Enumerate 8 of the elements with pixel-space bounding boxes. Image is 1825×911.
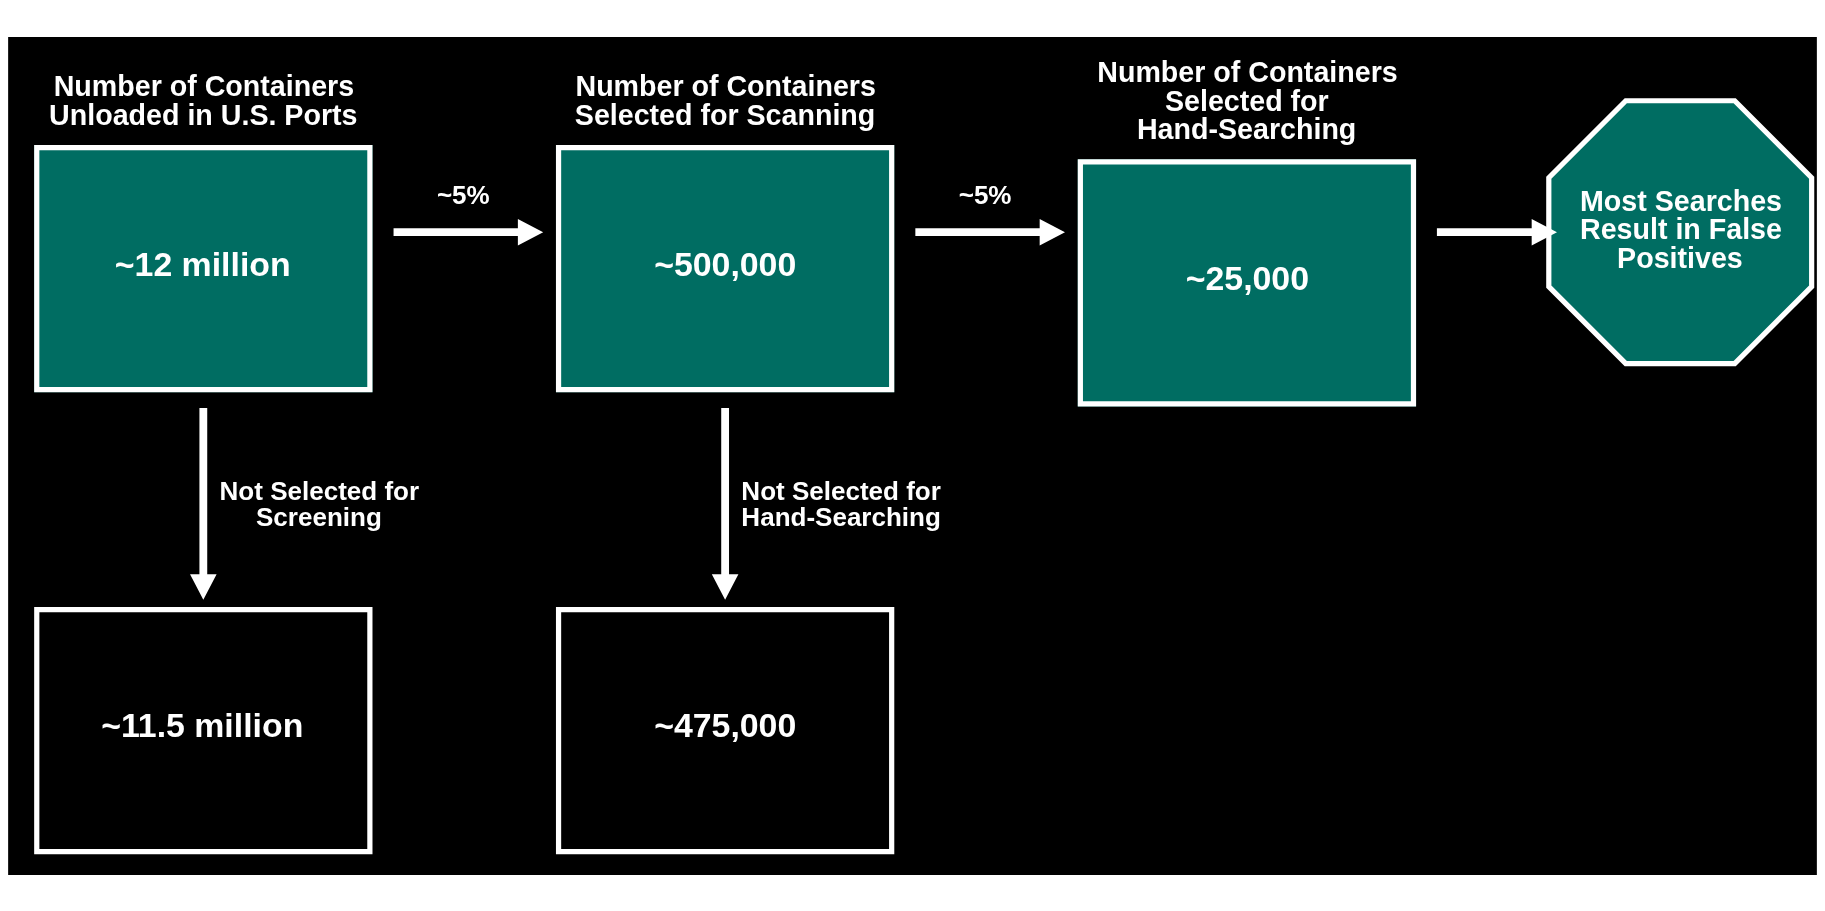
node-label: Number of Containers Selected for Scanning <box>574 69 876 131</box>
node-label: Number of Containers Selected for Hand-Searching <box>1097 55 1398 145</box>
edge-label: Not Selected for Screening <box>219 475 420 532</box>
node-label: Number of Containers Unloaded in U.S. Ports <box>49 69 358 131</box>
edge-label: ~5% <box>958 179 1012 210</box>
arrow <box>1436 218 1557 245</box>
edge-label: ~5% <box>436 179 490 210</box>
edge-label: Not Selected for Hand-Searching <box>741 475 941 532</box>
